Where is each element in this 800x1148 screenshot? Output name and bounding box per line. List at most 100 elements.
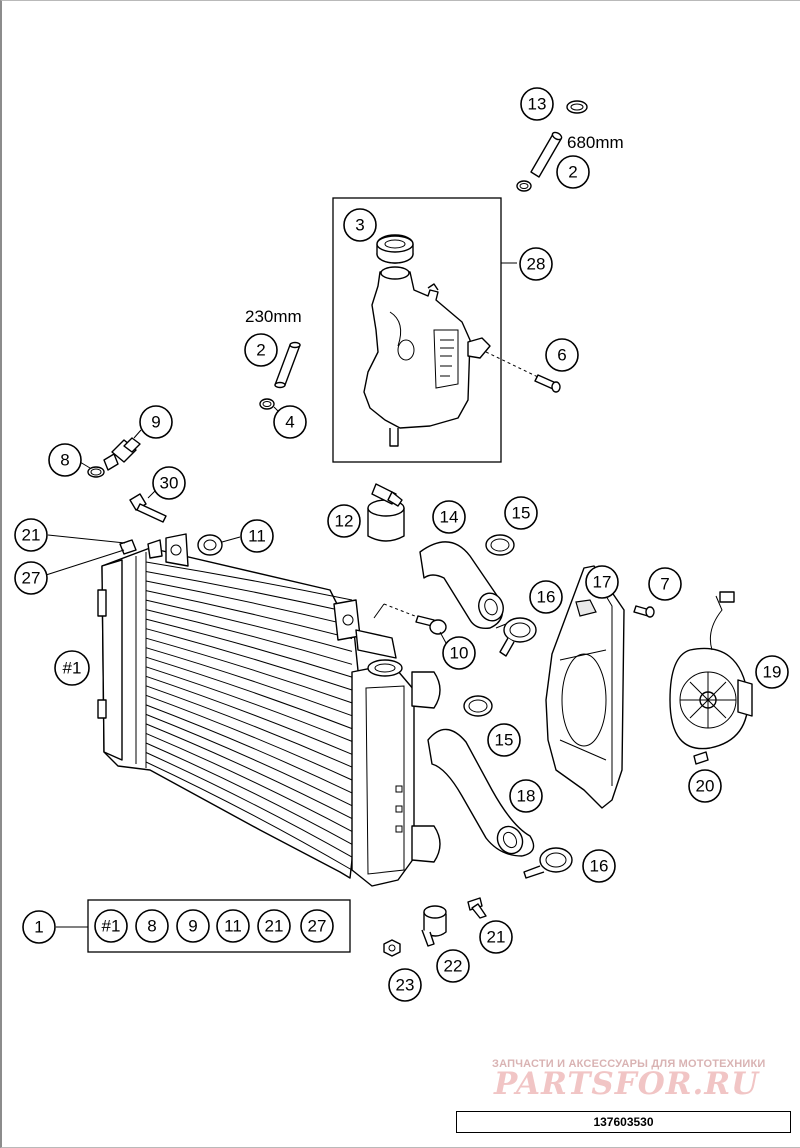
- callout-radiator-1: #1: [54, 650, 90, 686]
- callout-19: 19: [755, 655, 789, 689]
- hose-length-230mm: 230mm: [245, 307, 302, 326]
- radiator-hose-18: [427, 728, 535, 857]
- screw-10: [415, 615, 447, 635]
- kit-item-21: 21: [257, 909, 291, 943]
- filler-neck-12: [367, 483, 405, 542]
- hose-clamp-15b: [463, 695, 493, 717]
- svg-text:13: 13: [528, 95, 547, 114]
- kit-box: [87, 899, 351, 953]
- radiator-fins: [145, 561, 353, 871]
- callout-15-upper: 15: [504, 496, 538, 530]
- svg-text:8: 8: [60, 451, 69, 470]
- cooling-fan-19: [669, 591, 753, 750]
- svg-text:11: 11: [224, 917, 242, 936]
- svg-text:3: 3: [355, 216, 364, 235]
- callout-14: 14: [432, 500, 466, 534]
- hose-clamp-4: [259, 398, 275, 410]
- radiator-right-tank: [351, 659, 441, 887]
- callout-16-lower: 16: [582, 849, 616, 883]
- callout-10: 10: [442, 636, 476, 670]
- callout-12: 12: [327, 504, 361, 538]
- document-number: 137603530: [593, 1115, 654, 1129]
- callout-13: 13: [520, 87, 554, 121]
- kit-item-9: 9: [176, 909, 210, 943]
- svg-text:2: 2: [568, 163, 577, 182]
- radiator: [101, 547, 361, 879]
- callout-27: 27: [14, 561, 48, 595]
- callout-3: 3: [343, 208, 377, 242]
- rubber-grommet-11: [197, 534, 223, 556]
- svg-text:27: 27: [22, 569, 41, 588]
- svg-text:17: 17: [593, 573, 612, 592]
- svg-text:16: 16: [590, 857, 609, 876]
- o-ring-8: [87, 466, 105, 478]
- temperature-sensor: [103, 437, 141, 471]
- svg-text:8: 8: [147, 917, 156, 936]
- callout-22: 22: [436, 949, 470, 983]
- callout-16-upper: 16: [529, 580, 563, 614]
- svg-text:9: 9: [151, 413, 160, 432]
- svg-text:30: 30: [160, 474, 179, 493]
- hose-clamp-15a: [485, 534, 515, 556]
- svg-text:12: 12: [335, 512, 354, 531]
- svg-text:20: 20: [696, 777, 715, 796]
- svg-text:11: 11: [248, 527, 266, 546]
- callout-6: 6: [545, 338, 579, 372]
- callout-28: 28: [519, 247, 553, 281]
- callout-17: 17: [585, 565, 619, 599]
- callout-9: 9: [139, 405, 173, 439]
- bolt-21: [467, 897, 487, 919]
- callout-7: 7: [648, 567, 682, 601]
- svg-text:2: 2: [256, 341, 265, 360]
- svg-text:16: 16: [537, 588, 556, 607]
- svg-text:14: 14: [440, 508, 459, 527]
- radiator-bracket-mid: [333, 599, 397, 659]
- callout-4: 4: [273, 405, 307, 439]
- rubber-damper-22: [421, 905, 447, 947]
- svg-text:19: 19: [763, 663, 782, 682]
- svg-text:23: 23: [396, 976, 415, 995]
- callout-15-lower: 15: [487, 723, 521, 757]
- screw-20: [693, 751, 709, 765]
- document-number-box: 137603530: [456, 1111, 791, 1133]
- coolant-hose-230mm: [274, 341, 301, 389]
- radiator-hose-14: [419, 541, 504, 630]
- kit-item-11: 11: [216, 909, 250, 943]
- svg-text:28: 28: [527, 255, 546, 274]
- svg-text:21: 21: [487, 928, 506, 947]
- callout-8: 8: [48, 443, 82, 477]
- callout-11: 11: [240, 519, 274, 553]
- expansion-tank-cap: [376, 234, 414, 264]
- radiator-bracket-top: [147, 533, 189, 567]
- sensor-fitting-21-27: [119, 539, 137, 555]
- hose-length-680mm: 680mm: [567, 133, 624, 152]
- hose-clamp-13: [566, 100, 588, 114]
- callout-18: 18: [509, 779, 543, 813]
- screw-7: [633, 605, 655, 618]
- svg-text:#1: #1: [63, 659, 82, 678]
- svg-text:15: 15: [495, 731, 514, 750]
- hose-clamp-16a: [499, 617, 537, 657]
- callout-20: 20: [688, 769, 722, 803]
- svg-text:18: 18: [517, 787, 536, 806]
- kit-item-27: 27: [300, 909, 334, 943]
- svg-text:#1: #1: [102, 917, 121, 936]
- svg-text:21: 21: [265, 917, 284, 936]
- callout-21-lower: 21: [479, 920, 513, 954]
- watermark-logo: PARTSFOR.RU: [494, 1066, 760, 1102]
- svg-text:10: 10: [450, 644, 469, 663]
- bleed-screw-30: [129, 493, 167, 523]
- screw-6: [534, 374, 561, 393]
- svg-text:6: 6: [557, 346, 566, 365]
- expansion-tank: [363, 266, 491, 447]
- callout-2-long-hose: 2: [556, 155, 590, 189]
- svg-text:21: 21: [22, 526, 41, 545]
- svg-text:15: 15: [512, 504, 531, 523]
- nut-23: [383, 939, 401, 957]
- svg-text:22: 22: [444, 957, 463, 976]
- callout-1: 1: [22, 910, 56, 944]
- hose-clamp-16b: [523, 847, 573, 879]
- callout-23: 23: [388, 968, 422, 1002]
- watermark-tagline: ЗАПЧАСТИ И АКСЕССУАРЫ ДЛЯ МОТОТЕХНИКИ: [492, 1058, 766, 1070]
